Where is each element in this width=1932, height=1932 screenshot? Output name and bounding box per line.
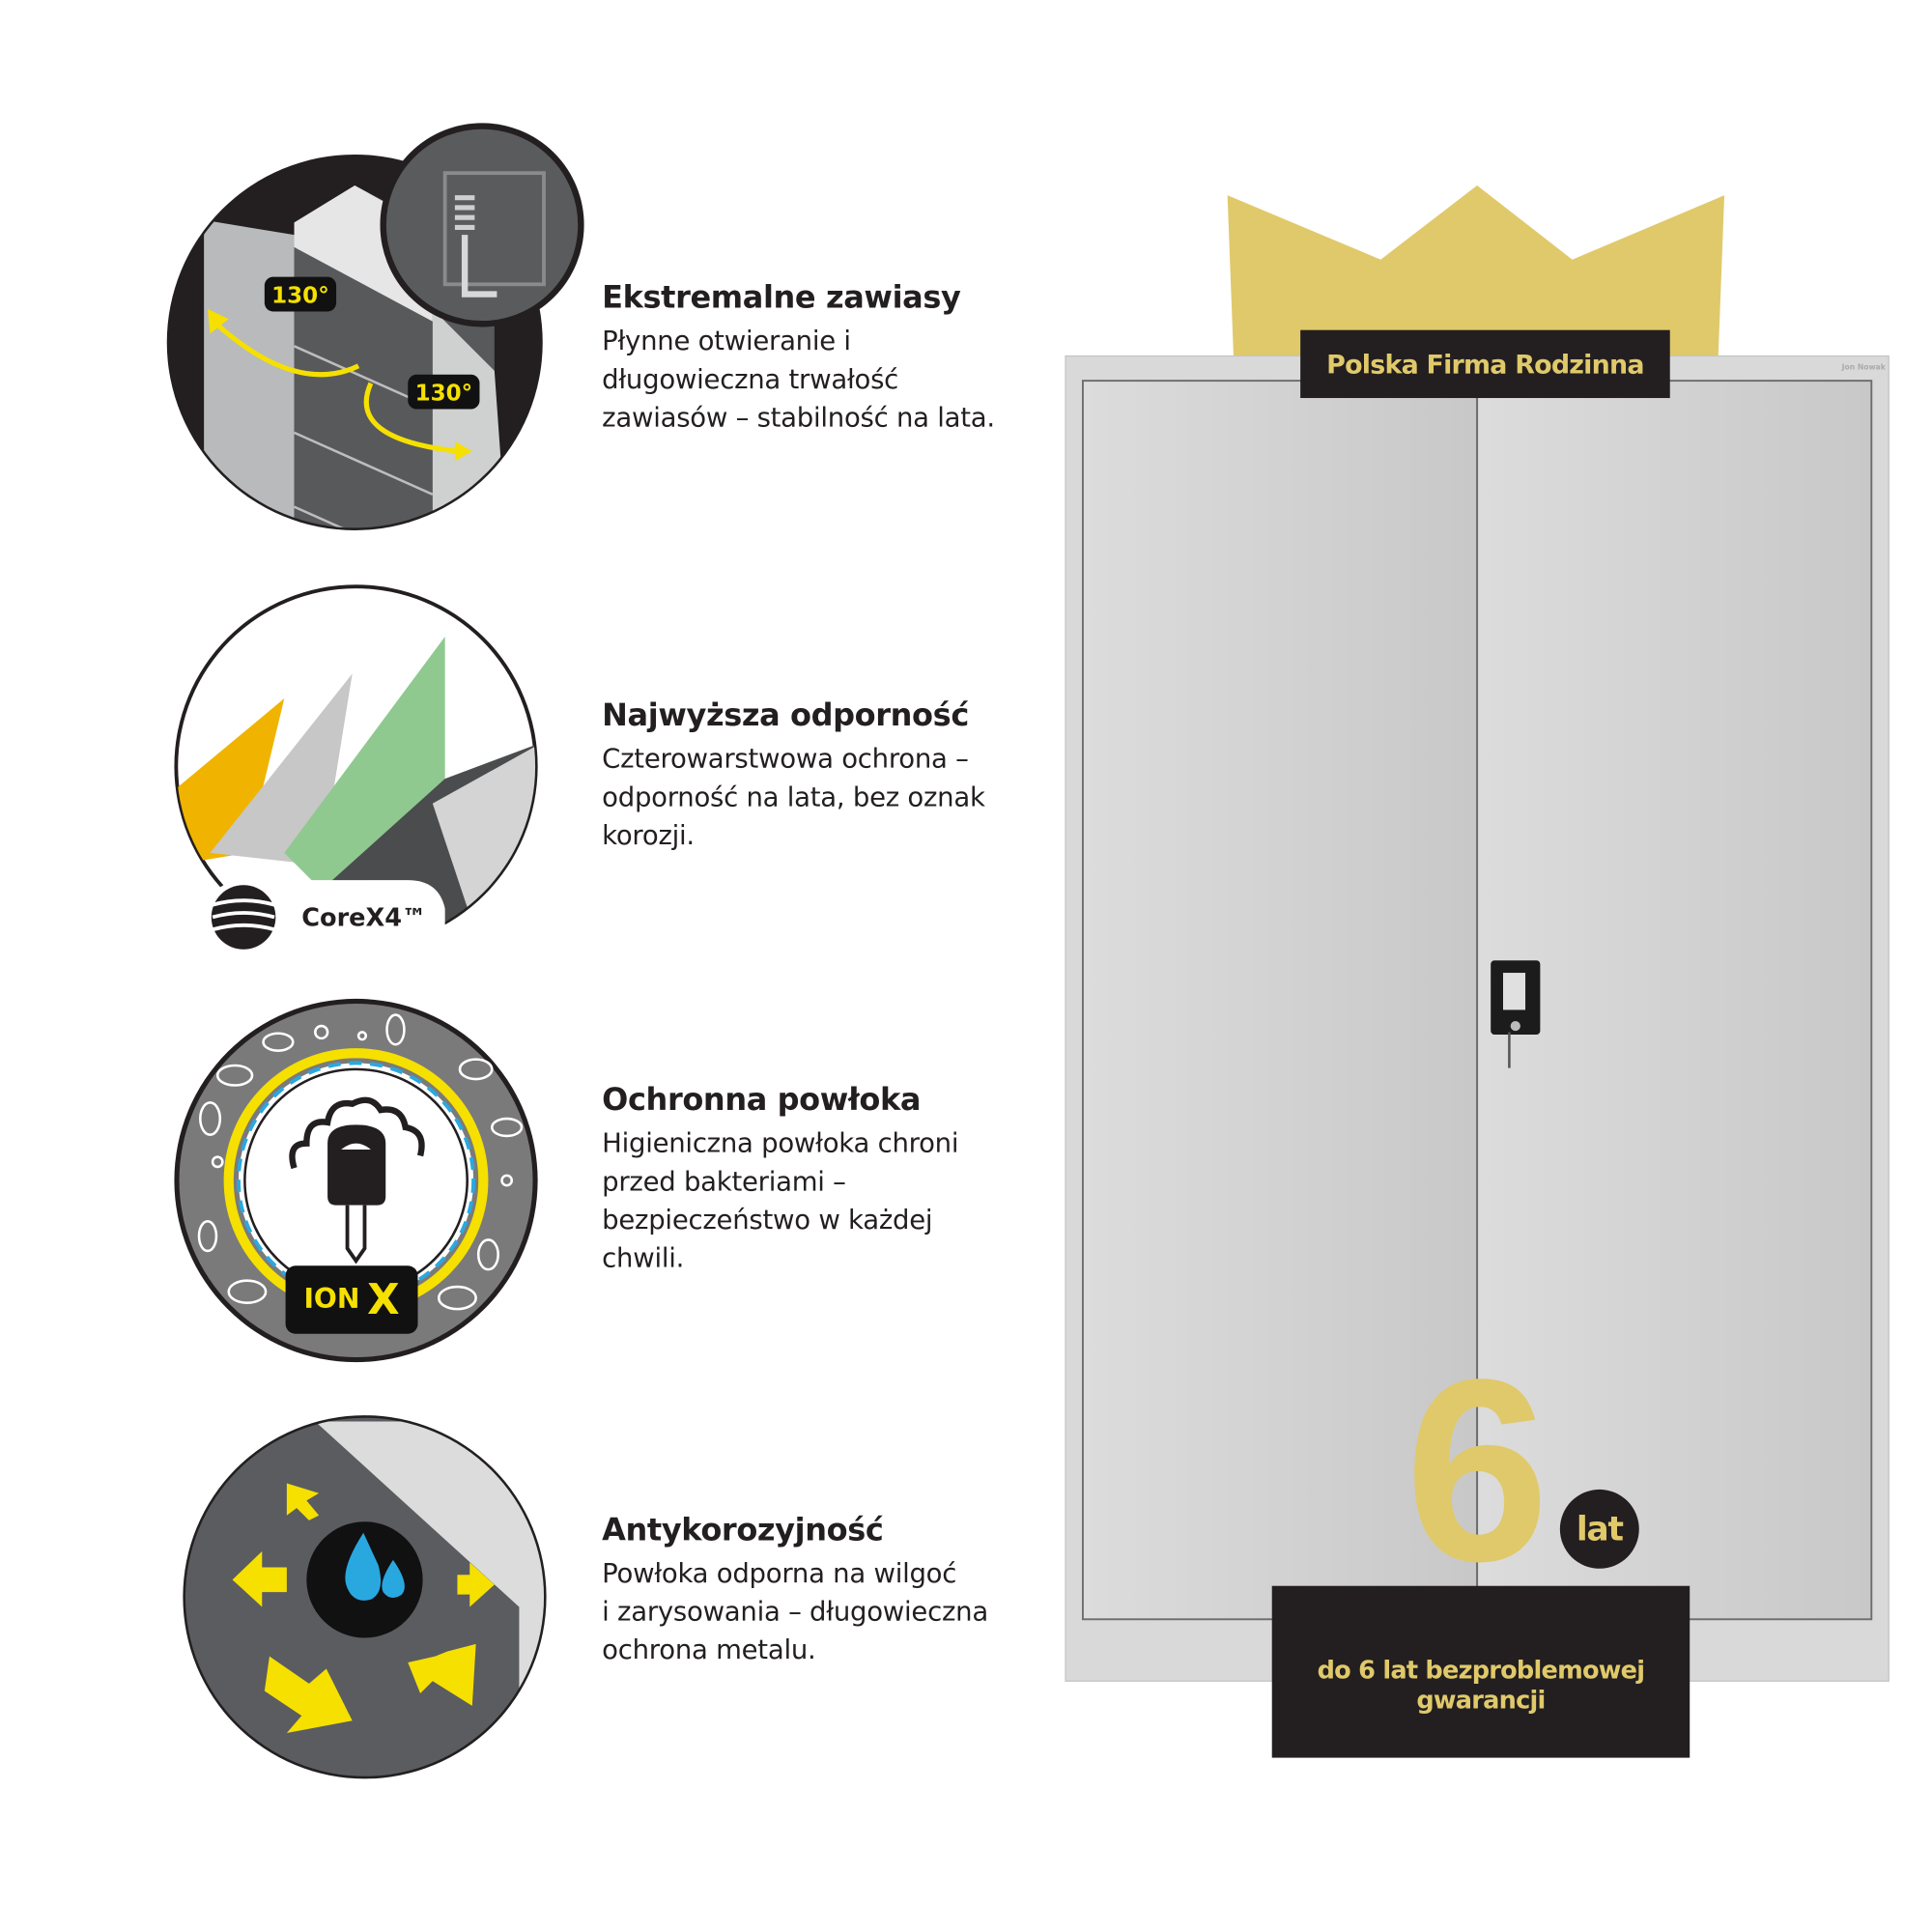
feature-text-line: długowieczna trwałość: [602, 364, 899, 396]
warranty-years-number: 6: [1405, 1324, 1549, 1616]
ionx-badge: ION X: [286, 1265, 418, 1333]
cabinet-door-right: [1476, 380, 1873, 1621]
ionx-coating-illustration: [174, 998, 538, 1363]
feature-title: Najwyższa odporność: [602, 696, 969, 733]
family-company-banner: Polska Firma Rodzinna: [1300, 329, 1670, 399]
feature-text-line: Powłoka odporna na wilgoć: [602, 1558, 957, 1590]
warranty-unit: lat: [1576, 1510, 1624, 1548]
ionx-badge-ion: ION: [303, 1283, 360, 1315]
feature-text-line: chwili.: [602, 1243, 685, 1275]
feature-text-line: Płynne otwieranie i: [602, 326, 851, 357]
warranty-text-line2: gwarancji: [1416, 1685, 1546, 1715]
crown-icon: [1227, 185, 1725, 359]
feature-text-line: Higieniczna powłoka chroni: [602, 1128, 959, 1160]
corex4-layers-illustration: CoreX4™: [174, 584, 538, 965]
feature-protective-coating: Ochronna powłoka Higieniczna powłoka chr…: [602, 1082, 1047, 1278]
angle-badge-right: 130°: [415, 382, 473, 407]
feature-text-line: zawiasów – stabilność na lata.: [602, 403, 995, 435]
brand-mark: Jon Nowak: [1841, 363, 1887, 372]
banner-label: Polska Firma Rodzinna: [1326, 349, 1644, 380]
corex4-badge-label: CoreX4™: [301, 903, 426, 932]
feature-resistance: Najwyższa odporność Czterowarstwowa ochr…: [602, 697, 1047, 856]
key-icon: [327, 1124, 386, 1206]
feature-title: Ochronna powłoka: [602, 1081, 922, 1118]
bacteria-icon: [197, 1013, 524, 1311]
water-drop-icon: [345, 1532, 382, 1601]
feature-hinges: Ekstremalne zawiasy Płynne otwieranie i d…: [602, 279, 1047, 438]
feature-text-line: Czterowarstwowa ochrona –: [602, 744, 969, 776]
feature-title: Antykorozyjność: [602, 1511, 884, 1548]
angle-badge-left: 130°: [271, 284, 329, 309]
warranty-box: do 6 lat bezproblemowej gwarancji: [1271, 1585, 1690, 1758]
anticorrosion-illustration: [183, 1415, 547, 1779]
warranty-text-line1: do 6 lat bezproblemowej: [1317, 1655, 1645, 1686]
cabinet-door-left: [1081, 380, 1479, 1621]
hinge-illustration: 130° 130°: [166, 123, 584, 530]
feature-text-line: i zarysowania – długowieczna: [602, 1597, 988, 1629]
feature-text-line: bezpieczeństwo w każdej: [602, 1205, 933, 1236]
hinge-detail-inset: [380, 123, 584, 327]
feature-anticorrosion: Antykorozyjność Powłoka odporna na wilgo…: [602, 1512, 1047, 1670]
feature-text-line: odporność na lata, bez oznak: [602, 781, 985, 813]
feature-title: Ekstremalne zawiasy: [602, 279, 961, 316]
warranty-unit-badge: lat: [1559, 1489, 1639, 1569]
feature-text-line: przed bakteriami –: [602, 1166, 846, 1198]
feature-text-line: korozji.: [602, 820, 695, 852]
corex4-logo-icon: [211, 885, 276, 950]
ionx-badge-x: X: [367, 1274, 400, 1325]
feature-text-line: ochrona metalu.: [602, 1634, 816, 1666]
arrow-icons: [232, 1483, 495, 1733]
cabinet-illustration: Jon Nowak: [1065, 185, 1889, 1682]
